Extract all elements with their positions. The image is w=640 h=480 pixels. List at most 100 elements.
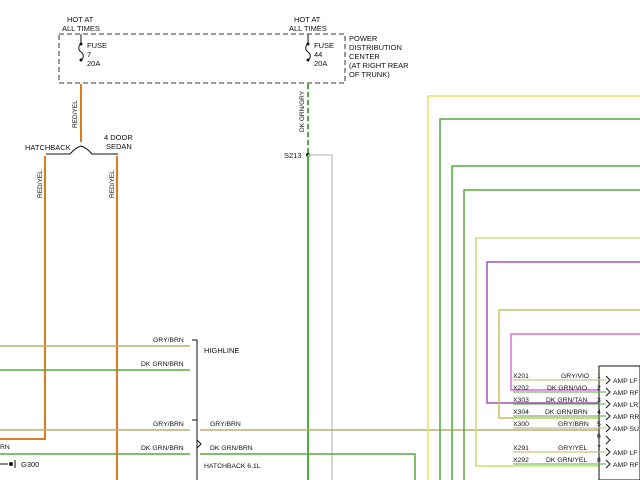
- fuse-7-label: FUSE: [87, 41, 107, 50]
- connector-row-5: X300 GRY/BRN 5 AMP SU: [513, 421, 639, 433]
- row-4-circuit: X304: [513, 409, 529, 416]
- harness-wire-lime: [475, 237, 640, 467]
- connector-row-2: X202 DK GRN/VIO 2 AMP RF: [513, 385, 639, 397]
- amp-connector: [598, 365, 640, 480]
- row-5-terminal: [605, 423, 611, 433]
- harness-wire-yellow: [427, 95, 640, 480]
- pdc-note-line-1: POWER: [349, 34, 378, 43]
- row-1-pin: 1: [597, 373, 601, 380]
- fuse-7-terminal-bottom: [79, 58, 83, 62]
- row-4-pin: 4: [597, 409, 601, 416]
- row-4-terminal: [605, 411, 611, 421]
- row-8-function: AMP RF: [613, 462, 639, 469]
- row-3-wire-color: DK GRN/TAN: [546, 397, 588, 404]
- body-style-split: HATCHBACK 4 DOOR SEDAN: [25, 133, 133, 155]
- row-4-function: AMP RR: [613, 414, 639, 421]
- fuse-7-rating: 20A: [87, 59, 100, 68]
- row-5-circuit: X300: [513, 421, 529, 428]
- harness-wire-pink: [510, 333, 640, 391]
- sedan-label-line-1: 4 DOOR: [104, 133, 133, 142]
- body-style-bracket: [69, 145, 102, 155]
- row-3-pin: 3: [597, 397, 601, 404]
- row-5-wire-color: GRY/BRN: [558, 421, 589, 428]
- row-2-function: AMP RF: [613, 390, 639, 397]
- row-2-circuit: X202: [513, 385, 529, 392]
- row-8-circuit: X292: [513, 457, 529, 464]
- pdc-note: POWER DISTRIBUTION CENTER (AT RIGHT REAR…: [349, 34, 409, 79]
- fuse-44-block: HOT AT ALL TIMES FUSE 44 20A: [289, 15, 334, 68]
- mid-wire-label-1: GRY/BRN: [210, 421, 241, 428]
- row-2-pin: 2: [597, 385, 601, 392]
- connector-marker: [196, 439, 202, 449]
- harness-wire-green-2: [451, 165, 640, 480]
- row-1-function: AMP LF: [613, 378, 637, 385]
- connector-row-8: X292 DK GRN/YEL 8 AMP RF: [513, 457, 639, 469]
- harness-wire-green-3: [463, 189, 640, 480]
- left-wire-label-4: DK GRN/BRN: [141, 445, 184, 452]
- ground-dot: [9, 462, 13, 466]
- amp-harness-wires: [427, 95, 640, 480]
- row-1-wire-color: GRY/VIO: [561, 373, 589, 380]
- fuse-44-rating: 20A: [314, 59, 327, 68]
- fuse-44-terminal-top: [306, 42, 310, 46]
- fuse-44-symbol: [305, 43, 311, 61]
- fuse-7-wire-label: RED/YEL: [72, 100, 79, 128]
- left-partial-label: RN: [0, 444, 10, 451]
- row-3-circuit: X303: [513, 397, 529, 404]
- row-5-pin: 5: [597, 421, 601, 428]
- mid-wire-label-2: DK GRN/BRN: [210, 445, 253, 452]
- row-2-wire-color: DK GRN/VIO: [547, 385, 587, 392]
- row-7-pin: 7: [597, 445, 601, 452]
- sedan-wire-label: RED/YEL: [109, 170, 116, 198]
- row-8-wire-color: DK GRN/YEL: [546, 457, 587, 464]
- row-1-terminal: [605, 375, 611, 385]
- sedan-label-line-2: SEDAN: [106, 142, 132, 151]
- hot-at-label-left: HOT AT: [67, 15, 94, 24]
- row-2-terminal: [605, 387, 611, 397]
- row-8-pin: 8: [597, 457, 601, 464]
- highline-label: HIGHLINE: [204, 346, 239, 355]
- fuse-44-number: 44: [314, 50, 322, 59]
- hatchback-red-yel-wire: [0, 156, 46, 440]
- hatchback-label: HATCHBACK: [25, 143, 71, 152]
- all-times-label-left: ALL TIMES: [62, 24, 100, 33]
- row-8-terminal: [605, 459, 611, 469]
- left-wire-label-1: GRY/BRN: [153, 337, 184, 344]
- row-3-terminal: [605, 399, 611, 409]
- row-6-terminal: [605, 435, 611, 445]
- ground-label: G300: [21, 460, 39, 469]
- row-4-wire-color: DK GRN/BRN: [545, 409, 588, 416]
- mid-wire-dk-grn-brn: [200, 453, 416, 480]
- left-wire-label-2: DK GRN/BRN: [141, 361, 184, 368]
- connector-row-3: X303 DK GRN/TAN 3 AMP LR: [513, 397, 638, 409]
- hot-at-label-right: HOT AT: [294, 15, 321, 24]
- pdc-note-line-5: OF TRUNK): [349, 70, 390, 79]
- fuse-7-block: HOT AT ALL TIMES FUSE 7 20A: [62, 15, 107, 68]
- pdc-note-line-2: DISTRIBUTION: [349, 43, 402, 52]
- harness-wire-green-1: [439, 118, 640, 480]
- hatchback-wire-label: RED/YEL: [37, 170, 44, 198]
- pdc-note-line-4: (AT RIGHT REAR: [349, 61, 409, 70]
- connector-row-7: X291 GRY/YEL 7 AMP LF: [513, 445, 637, 457]
- fuse-44-wire-label: DK GRN/GRY: [299, 90, 306, 132]
- fuse-7-terminal-top: [79, 42, 83, 46]
- row-7-wire-color: GRY/YEL: [558, 445, 588, 452]
- hatchback-61-label: HATCHBACK 6.1L: [204, 463, 261, 470]
- highline-bracket: [192, 339, 198, 421]
- row-7-circuit: X291: [513, 445, 529, 452]
- fuse-7-number: 7: [87, 50, 91, 59]
- row-6-pin: 6: [597, 433, 601, 440]
- pdc-note-line-3: CENTER: [349, 52, 380, 61]
- ground-g300: G300: [0, 460, 39, 469]
- harness-wire-violet: [486, 261, 640, 404]
- connector-row-6: 6: [597, 433, 611, 445]
- fuse-44-label: FUSE: [314, 41, 334, 50]
- left-wire-label-3: GRY/BRN: [153, 421, 184, 428]
- connector-row-4: X304 DK GRN/BRN 4 AMP RR: [513, 409, 639, 421]
- row-3-function: AMP LR: [613, 402, 638, 409]
- splice-gray-wire: [308, 154, 333, 480]
- row-5-function: AMP SU: [613, 426, 639, 433]
- fuse-44-terminal-bottom: [306, 58, 310, 62]
- all-times-label-right: ALL TIMES: [289, 24, 327, 33]
